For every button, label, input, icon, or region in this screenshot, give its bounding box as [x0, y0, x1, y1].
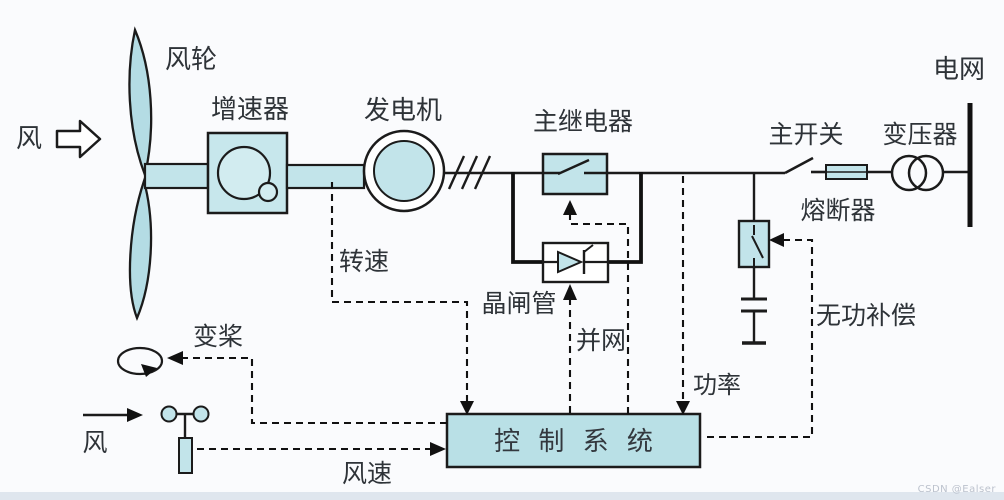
label-grid: 电网: [933, 55, 985, 85]
relay-control-signal-line: [568, 213, 630, 414]
label-generator: 发电机: [364, 96, 442, 126]
pitch-signal-line: [182, 356, 447, 425]
label-wind-speed: 风速: [342, 459, 392, 488]
gearbox: [206, 131, 366, 215]
reactive-comp-signal-line: [702, 238, 814, 439]
capacitor-branch: [737, 173, 771, 345]
label-fuse: 熔断器: [800, 196, 875, 225]
watermark: CSDN @Ealser: [918, 484, 997, 495]
signal-arrowheads: [167, 200, 784, 456]
thyristor-bypass-wires: [511, 172, 643, 264]
arrow-right-wind-speed: [430, 442, 446, 456]
label-reactive-compensation: 无功补偿: [816, 301, 916, 330]
label-control-system: 控 制 系 统: [494, 427, 658, 457]
label-power: 功率: [693, 371, 741, 399]
main-relay: [541, 152, 609, 196]
arrow-down-rotation-speed: [460, 401, 474, 415]
wind-bottom-arrow-icon: [83, 408, 143, 422]
rotor-blade-lower: [128, 176, 153, 322]
signal-lines: [182, 176, 814, 451]
rotor-blade-upper: [128, 26, 153, 179]
label-wind-left: 风: [16, 124, 42, 154]
label-grid-connection: 并网: [576, 326, 626, 355]
label-wind-bottom: 风: [82, 428, 107, 457]
footer-strip: [0, 492, 1004, 500]
label-main-relay: 主继电器: [533, 107, 633, 136]
wind-turbine-rotor: [128, 26, 210, 322]
gear-small: [257, 181, 279, 203]
generator: [362, 129, 446, 213]
arrow-left-into-contactor: [769, 233, 784, 247]
thyristor: [541, 241, 610, 284]
anemometer: [160, 405, 210, 474]
label-rotor: 风轮: [165, 45, 217, 75]
thyristor-diode-triangle: [557, 250, 584, 274]
transformer: [890, 154, 968, 192]
arrow-left-pitch: [167, 351, 183, 365]
arrow-up-into-thyristor: [563, 284, 577, 300]
capacitor-icon: [741, 297, 767, 345]
wind-inflow-arrow-icon: [55, 119, 102, 159]
arrow-up-into-relay: [563, 200, 577, 215]
three-phase-slashes-icon: [447, 155, 492, 190]
generator-shaft: [285, 163, 366, 190]
rotation-speed-signal-line: [330, 182, 469, 402]
arrow-down-power: [676, 401, 690, 415]
gear-large: [216, 145, 272, 201]
label-pitch-control: 变桨: [193, 322, 243, 351]
control-system: [445, 412, 702, 469]
label-transformer: 变压器: [882, 120, 957, 149]
contactor-switch-blade: [751, 225, 764, 267]
thyristor-gate-tick: [583, 244, 594, 253]
label-gearbox: 增速器: [211, 95, 289, 125]
main-switch: [784, 156, 826, 175]
relay-switch-blade: [557, 158, 590, 176]
pitch-rotation-icon: [116, 346, 164, 377]
label-thyristor: 晶闸管: [481, 289, 556, 318]
label-rotation-speed: 转速: [339, 247, 389, 276]
label-main-switch: 主开关: [768, 120, 843, 149]
main-switch-blade: [784, 156, 814, 175]
rotor-shaft: [143, 162, 210, 190]
fuse: [825, 164, 893, 180]
